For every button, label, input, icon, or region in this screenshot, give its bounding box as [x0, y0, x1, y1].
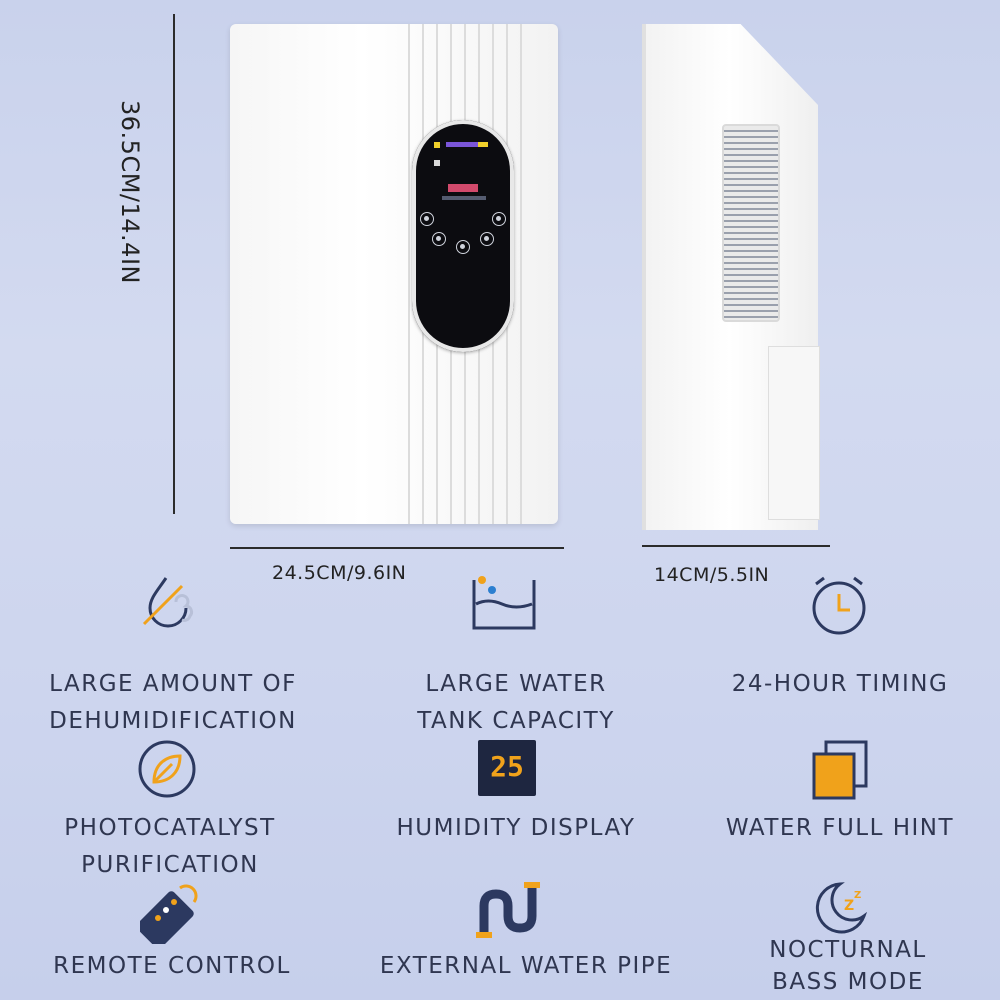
feature-humidity-label: HUMIDITY DISPLAY	[396, 815, 636, 841]
feature-timing-label: 24-HOUR TIMING	[731, 671, 949, 697]
moon-sleep-icon: Z Z	[815, 882, 868, 934]
width-dimension-label: 24.5CM/9.6IN	[272, 562, 407, 584]
height-dimension-line	[173, 14, 175, 514]
humidity-display-icon: 25	[478, 740, 536, 796]
depth-dimension-line	[642, 545, 830, 547]
feature-water-tank-label: LARGE WATER TANK CAPACITY	[417, 671, 615, 734]
svg-text:Z: Z	[854, 890, 861, 901]
clock-icon	[812, 576, 866, 635]
air-vent-grille	[722, 124, 780, 322]
water-tank-door	[768, 346, 820, 520]
humidity-display-value: 25	[490, 750, 524, 783]
feature-water-pipe-label: EXTERNAL WATER PIPE	[379, 953, 673, 979]
height-dimension-label: 36.5CM/14.4IN	[116, 100, 144, 284]
feature-nocturnal-label: NOCTURNAL BASS MODE	[769, 937, 927, 995]
depth-dimension-label: 14CM/5.5IN	[654, 564, 770, 586]
dehumidification-icon	[142, 577, 194, 628]
feature-water-full-label: WATER FULL HINT	[725, 815, 955, 841]
feature-remote-label: REMOTE CONTROL	[53, 953, 291, 979]
width-dimension-line	[230, 547, 564, 549]
water-tank-icon	[472, 576, 536, 630]
feature-purification-label: PHOTOCATALYST PURIFICATION	[64, 815, 276, 878]
svg-text:Z: Z	[844, 898, 854, 914]
water-full-icon	[812, 740, 868, 800]
feature-dehumidification-label: LARGE AMOUNT OF DEHUMIDIFICATION	[49, 671, 297, 734]
remote-control-icon	[140, 884, 198, 944]
leaf-icon	[138, 740, 196, 798]
water-pipe-icon	[476, 882, 540, 938]
control-panel	[412, 120, 514, 352]
